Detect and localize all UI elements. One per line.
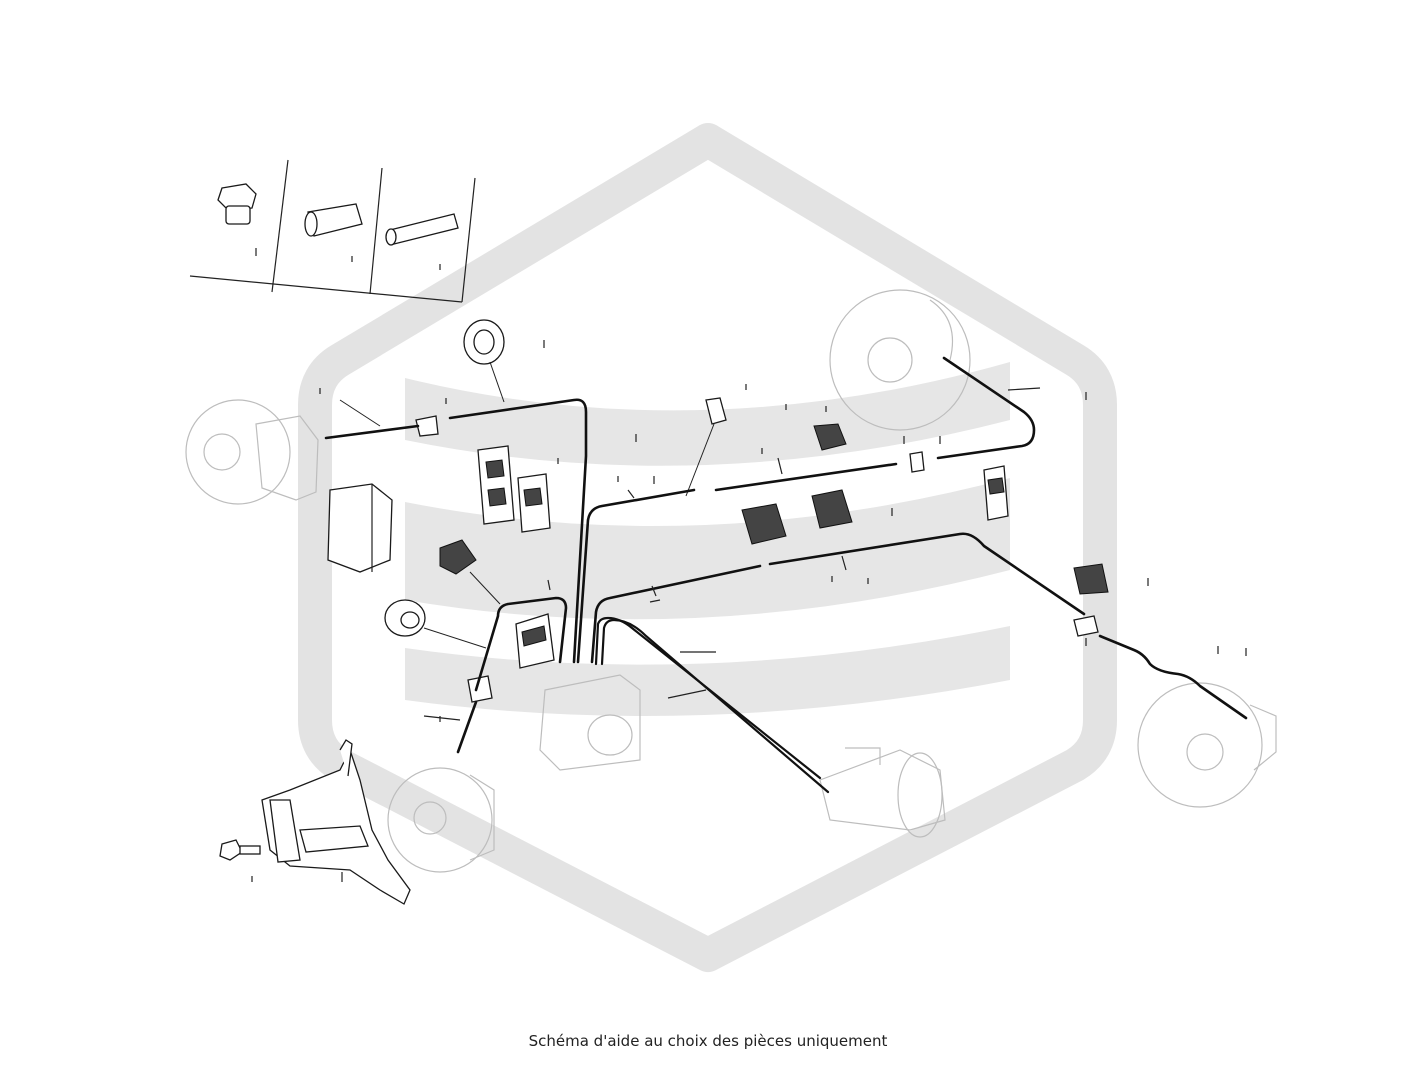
pipe-clip-holder-c-icon[interactable] — [515, 613, 555, 669]
brake-lines-diagram — [185, 123, 1277, 972]
clip-part-6-icon[interactable] — [1073, 563, 1109, 595]
brake-pipe-network[interactable] — [324, 356, 1248, 794]
bracket-rear-icon[interactable] — [1073, 615, 1099, 637]
clip-part-2-icon[interactable] — [813, 423, 847, 451]
clip-part-1-icon[interactable] — [439, 539, 501, 605]
pipe-clip-holder-b-icon[interactable] — [517, 473, 551, 533]
hex-nut-fitting-icon[interactable] — [217, 183, 257, 256]
diagram-caption: Schéma d'aide au choix des pièces unique… — [528, 1032, 888, 1050]
watermark-emblem-icon — [298, 123, 1117, 972]
bracket-lower-icon[interactable] — [467, 675, 493, 703]
abs-modulator-icon — [539, 674, 641, 771]
pedal-bolt-icon[interactable] — [219, 839, 261, 861]
rear-left-brake-disc-icon — [387, 767, 495, 873]
clip-part-3-icon[interactable] — [741, 503, 787, 545]
clip-part-4-icon[interactable] — [811, 489, 853, 529]
bracket-right-icon[interactable] — [909, 451, 925, 473]
brake-pedal-assembly-icon[interactable] — [261, 739, 411, 905]
front-right-brake-disc-icon — [829, 289, 971, 431]
fittings-inset-box — [189, 159, 476, 303]
union-connector-icon[interactable] — [304, 203, 363, 262]
reference-tick-marks — [251, 340, 1247, 882]
protective-box-part-icon[interactable] — [327, 483, 393, 573]
clip-part-5-icon[interactable] — [983, 465, 1009, 521]
pipe-sleeve-icon[interactable] — [385, 213, 459, 270]
master-cylinder-booster-icon — [819, 747, 946, 838]
bracket-left-icon[interactable] — [415, 415, 439, 437]
clip-part-7-icon[interactable] — [685, 397, 727, 497]
grommet-upper-icon[interactable] — [463, 319, 505, 403]
pipe-clip-holder-a-icon[interactable] — [477, 445, 515, 525]
rear-right-brake-disc-icon — [1137, 682, 1277, 808]
front-left-brake-disc-icon — [185, 399, 319, 505]
grommet-lower-icon[interactable] — [384, 599, 487, 649]
